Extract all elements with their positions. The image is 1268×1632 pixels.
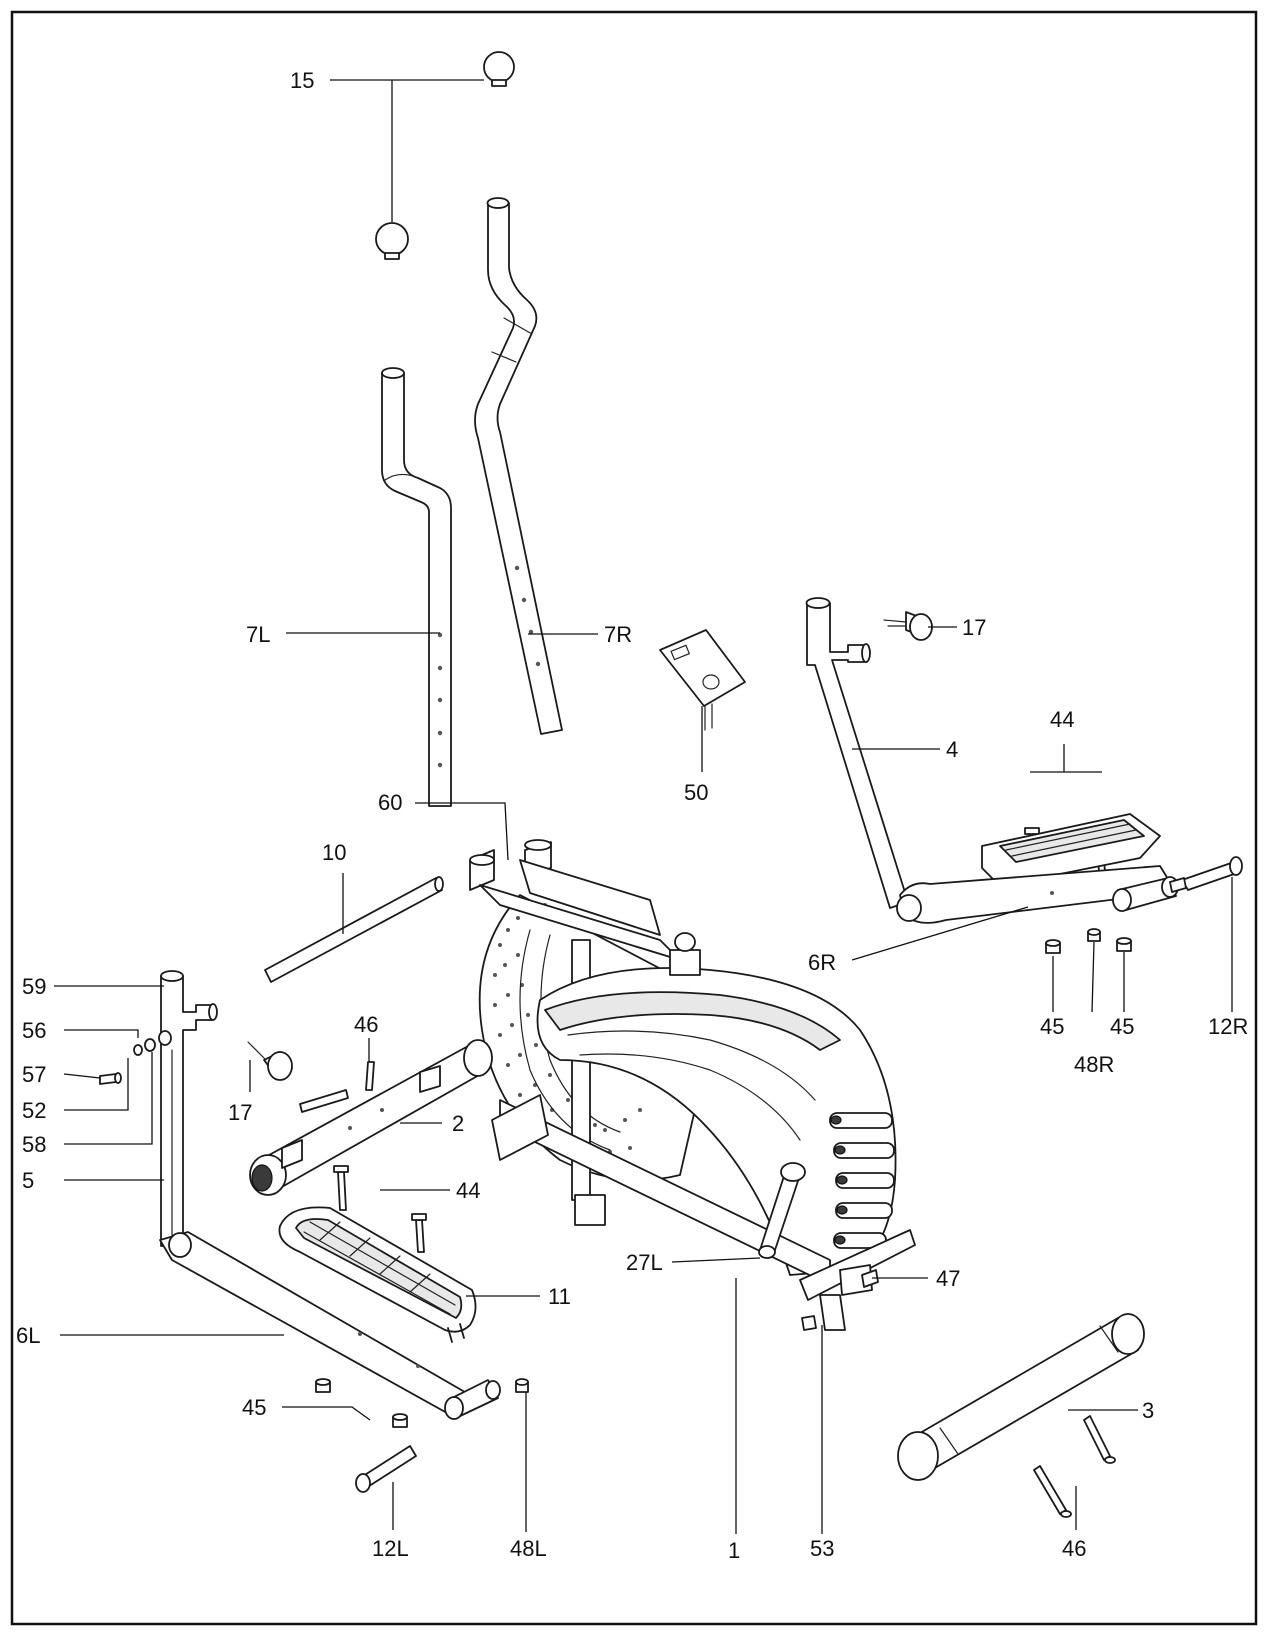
part-10-tube — [264, 876, 444, 983]
callout-53: 53 — [810, 1536, 834, 1561]
part-46-bolts-bottom — [1033, 1415, 1116, 1518]
part-12L-axle-left — [355, 1445, 417, 1493]
callout-labels: 15 7L 7R 17 4 44 50 60 10 6R 45 48R 45 1… — [16, 68, 1248, 1563]
callout-44-mid: 44 — [456, 1178, 480, 1203]
callout-3: 3 — [1142, 1398, 1154, 1423]
callout-15: 15 — [290, 68, 314, 93]
part-right-foot-pedal — [981, 813, 1161, 887]
callout-12L: 12L — [372, 1536, 409, 1561]
callout-45-right-a: 45 — [1040, 1014, 1064, 1039]
callout-6R: 6R — [808, 950, 836, 975]
callout-47: 47 — [936, 1266, 960, 1291]
part-7R-right-handlebar — [474, 197, 563, 735]
callout-6L: 6L — [16, 1323, 40, 1348]
part-2-front-stabilizer — [249, 1039, 493, 1196]
part-6R-right-pedal-arm — [896, 865, 1179, 924]
callout-50: 50 — [684, 780, 708, 805]
callout-48L: 48L — [510, 1536, 547, 1561]
part-56-52-57-58-hardware — [99, 1030, 172, 1085]
part-15-end-caps — [375, 51, 515, 260]
part-12R-axle-right — [1169, 856, 1243, 893]
callout-52: 52 — [22, 1098, 46, 1123]
callout-60: 60 — [378, 790, 402, 815]
callout-58: 58 — [22, 1132, 46, 1157]
part-45-48L-nuts-left — [315, 1378, 529, 1428]
part-45-48R-nuts-right — [1045, 928, 1132, 954]
part-1-main-frame — [469, 839, 916, 1331]
callout-4: 4 — [946, 737, 958, 762]
part-11-left-foot-pedal — [278, 1206, 477, 1343]
callout-12R: 12R — [1208, 1014, 1248, 1039]
callout-7R: 7R — [604, 622, 632, 647]
callout-57: 57 — [22, 1062, 46, 1087]
callout-10: 10 — [322, 840, 346, 865]
callout-11: 11 — [548, 1284, 571, 1309]
diagram-border — [10, 10, 1258, 1626]
callout-44-top: 44 — [1050, 707, 1074, 732]
callout-1: 1 — [728, 1538, 740, 1563]
part-3-rear-stabilizer — [897, 1313, 1145, 1481]
callout-7L: 7L — [246, 622, 270, 647]
callout-5: 5 — [22, 1168, 34, 1193]
part-7L-left-handlebar — [381, 367, 452, 807]
callout-17-right: 17 — [962, 615, 986, 640]
part-50-console — [659, 629, 746, 731]
leader-lines — [54, 79, 1233, 1534]
part-6L-left-pedal-arm — [159, 1231, 501, 1420]
callout-46-bottom: 46 — [1062, 1536, 1086, 1561]
part-4-lower-handle-arm — [805, 597, 909, 909]
part-17-tension-knob-left — [247, 1041, 293, 1081]
callout-17-left: 17 — [228, 1100, 252, 1125]
callout-56: 56 — [22, 1018, 46, 1043]
part-44-pedal-bolts-mid — [333, 1165, 427, 1253]
part-5-left-lower-arm — [160, 970, 218, 1247]
part-53-bolt — [801, 1315, 817, 1331]
callout-46-top: 46 — [354, 1012, 378, 1037]
callout-27L: 27L — [626, 1250, 663, 1275]
callout-48R: 48R — [1074, 1052, 1114, 1077]
part-46-bolts-top — [299, 1061, 375, 1113]
callout-45-right-b: 45 — [1110, 1014, 1134, 1039]
cover-side-ribs — [829, 1112, 895, 1249]
callout-2: 2 — [452, 1111, 464, 1136]
part-17-tension-knob-right — [883, 611, 933, 641]
callout-45-left: 45 — [242, 1395, 266, 1420]
part-47-fastener — [861, 1269, 879, 1288]
callout-59: 59 — [22, 974, 46, 999]
